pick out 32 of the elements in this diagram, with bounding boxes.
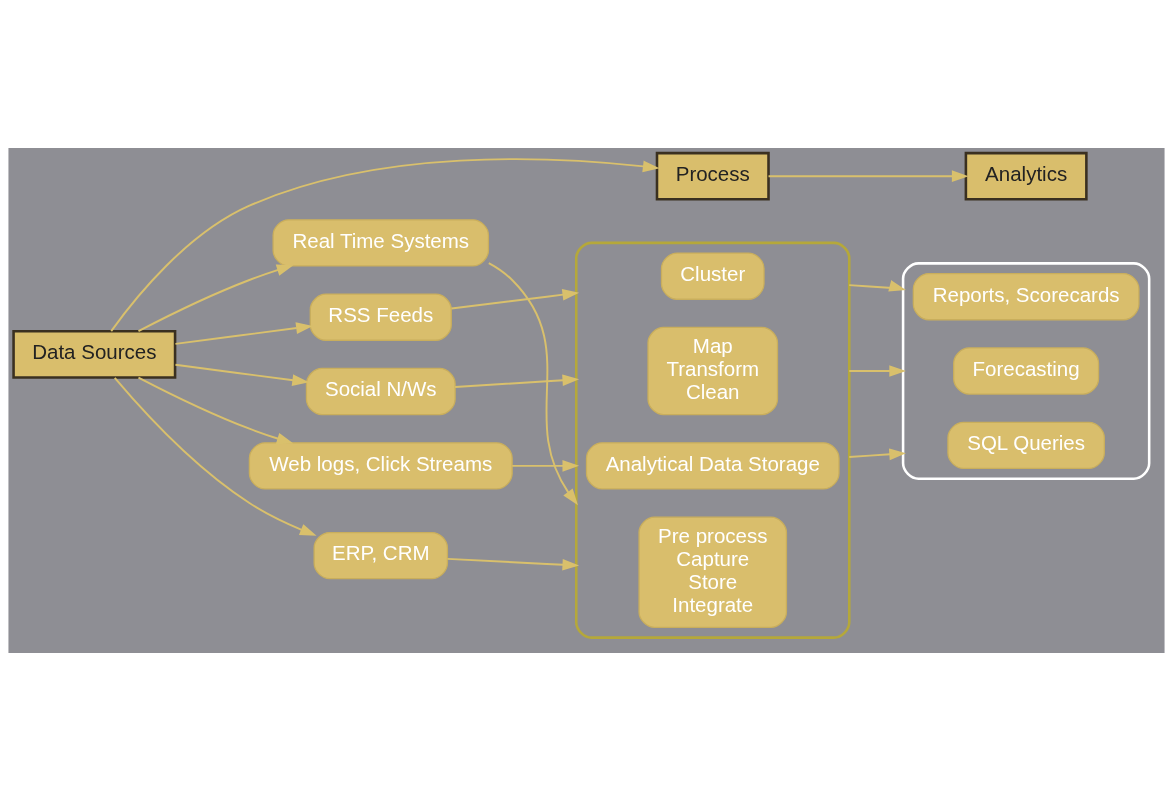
node-box: Real Time Systems: [272, 218, 490, 267]
node-box: Reports, Scorecards: [912, 272, 1140, 320]
cluster: [901, 261, 1151, 480]
cluster: [574, 241, 851, 639]
arrow: [137, 264, 294, 332]
arrow: [454, 373, 580, 388]
arrow: [511, 459, 580, 472]
node-box: Data Sources: [12, 329, 177, 379]
arrow: [487, 261, 578, 505]
node-box: SQL Queries: [947, 421, 1105, 469]
arrow: [848, 364, 906, 377]
arrow: [767, 169, 969, 182]
node-box: RSS Feeds: [309, 293, 452, 341]
arrow: [174, 363, 309, 386]
node-box: Web logs, Click Streams: [248, 441, 513, 490]
arrow: [113, 376, 317, 536]
node-box: Process: [655, 151, 770, 201]
node-box: Pre process Capture Store Integrate: [638, 516, 788, 628]
arrow: [446, 557, 580, 571]
arrow: [137, 376, 294, 444]
node-box: Social N/Ws: [305, 367, 456, 415]
node-box: ERP, CRM: [313, 531, 449, 579]
node-box: Map Transform Clean: [647, 326, 779, 415]
node-box: Forecasting: [953, 346, 1100, 395]
arrow: [848, 279, 906, 291]
node-box: Analytics: [964, 151, 1088, 201]
arrow: [174, 321, 313, 345]
arrow: [110, 157, 660, 332]
node-box: Analytical Data Storage: [585, 441, 840, 490]
node-box: Cluster: [660, 251, 765, 300]
arrow: [848, 447, 906, 460]
arrow: [450, 288, 580, 309]
